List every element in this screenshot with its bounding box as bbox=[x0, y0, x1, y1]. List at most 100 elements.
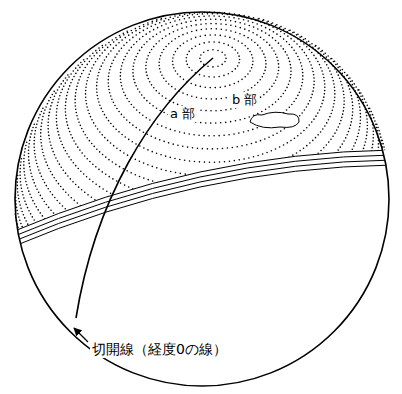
latitude-dot bbox=[300, 62, 302, 64]
latitude-dot bbox=[284, 33, 286, 35]
latitude-dot bbox=[113, 47, 115, 49]
latitude-dot bbox=[65, 82, 67, 84]
latitude-dot bbox=[125, 56, 127, 58]
latitude-dot bbox=[161, 183, 163, 185]
latitude-dot bbox=[358, 132, 360, 134]
latitude-dot bbox=[260, 96, 262, 98]
latitude-dot bbox=[352, 243, 354, 245]
latitude-dot bbox=[218, 76, 220, 78]
latitude-dot bbox=[334, 172, 336, 174]
latitude-dot bbox=[68, 88, 70, 90]
latitude-dot bbox=[77, 202, 79, 204]
latitude-dot bbox=[64, 223, 66, 225]
latitude-dot bbox=[224, 54, 226, 56]
latitude-dot bbox=[113, 126, 115, 128]
latitude-dot bbox=[136, 41, 138, 43]
latitude-dot bbox=[324, 80, 326, 82]
latitude-dot bbox=[360, 222, 362, 224]
latitude-dot bbox=[247, 89, 249, 91]
latitude-dot bbox=[144, 275, 146, 277]
latitude-dot bbox=[131, 30, 133, 32]
latitude-dot bbox=[199, 175, 201, 177]
latitude-dot bbox=[39, 212, 41, 214]
latitude-dot bbox=[378, 146, 380, 148]
latitude-dot bbox=[293, 169, 295, 171]
latitude-dot bbox=[123, 45, 125, 47]
latitude-dot bbox=[207, 230, 209, 232]
latitude-dot bbox=[244, 28, 246, 30]
latitude-dot bbox=[253, 26, 255, 28]
latitude-dot bbox=[182, 228, 184, 230]
latitude-dot bbox=[358, 89, 360, 91]
latitude-dot bbox=[296, 198, 298, 200]
latitude-dot bbox=[209, 87, 211, 89]
latitude-dot bbox=[122, 33, 124, 35]
latitude-dot bbox=[320, 106, 322, 108]
latitude-dot bbox=[203, 135, 205, 137]
latitude-dot bbox=[343, 251, 345, 253]
latitude-dot bbox=[306, 46, 308, 48]
latitude-dot bbox=[208, 76, 210, 78]
latitude-dot bbox=[28, 153, 30, 155]
latitude-dot bbox=[220, 23, 222, 25]
latitude-dot bbox=[121, 255, 123, 257]
latitude-dot bbox=[268, 35, 270, 37]
latitude-dot bbox=[315, 115, 317, 117]
latitude-dot bbox=[306, 261, 308, 263]
latitude-dot bbox=[139, 274, 141, 276]
latitude-dot bbox=[334, 90, 336, 92]
latitude-dot bbox=[264, 138, 266, 140]
latitude-dot bbox=[192, 269, 194, 271]
latitude-dot bbox=[91, 228, 93, 230]
latitude-dot bbox=[326, 56, 328, 58]
latitude-dot bbox=[370, 211, 372, 213]
latitude-dot bbox=[224, 174, 226, 176]
latitude-dot bbox=[353, 145, 355, 147]
latitude-dot bbox=[121, 39, 123, 41]
latitude-dot bbox=[99, 232, 101, 234]
latitude-dot bbox=[28, 159, 30, 161]
latitude-dot bbox=[339, 184, 341, 186]
latitude-dot bbox=[287, 201, 289, 203]
latitude-dot bbox=[105, 174, 107, 176]
latitude-dot bbox=[318, 185, 320, 187]
latitude-dot bbox=[152, 36, 154, 38]
latitude-dot bbox=[210, 110, 212, 112]
latitude-dot bbox=[195, 256, 197, 258]
latitude-dot bbox=[228, 201, 230, 203]
latitude-dot bbox=[105, 44, 107, 46]
latitude-dot bbox=[268, 180, 270, 182]
latitude-dot bbox=[107, 47, 109, 49]
latitude-dot bbox=[189, 160, 191, 162]
latitude-dot bbox=[73, 76, 75, 78]
latitude-dot bbox=[321, 103, 323, 105]
latitude-dot bbox=[178, 280, 180, 282]
latitude-dot bbox=[268, 106, 270, 108]
latitude-dot bbox=[120, 150, 122, 152]
latitude-dot bbox=[352, 231, 354, 233]
latitude-dot bbox=[215, 110, 217, 112]
latitude-dot bbox=[311, 52, 313, 54]
latitude-dot bbox=[340, 254, 342, 256]
latitude-dot bbox=[162, 95, 164, 97]
latitude-dot bbox=[293, 278, 295, 280]
latitude-dot bbox=[125, 257, 127, 259]
latitude-dot bbox=[161, 52, 163, 54]
latitude-dot bbox=[122, 228, 124, 230]
latitude-dot bbox=[84, 192, 86, 194]
latitude-dot bbox=[149, 52, 151, 54]
latitude-dot bbox=[163, 141, 165, 143]
latitude-dot bbox=[385, 192, 387, 194]
latitude-dot bbox=[220, 122, 222, 124]
latitude-dot bbox=[262, 275, 264, 277]
latitude-dot bbox=[221, 64, 223, 66]
latitude-dot bbox=[283, 48, 285, 50]
latitude-dot bbox=[191, 69, 193, 71]
latitude-dot bbox=[54, 154, 56, 156]
latitude-dot bbox=[60, 92, 62, 94]
latitude-dot bbox=[161, 74, 163, 76]
latitude-dot bbox=[284, 28, 286, 30]
latitude-dot bbox=[344, 178, 346, 180]
latitude-dot bbox=[110, 142, 112, 144]
latitude-dot bbox=[51, 227, 53, 229]
